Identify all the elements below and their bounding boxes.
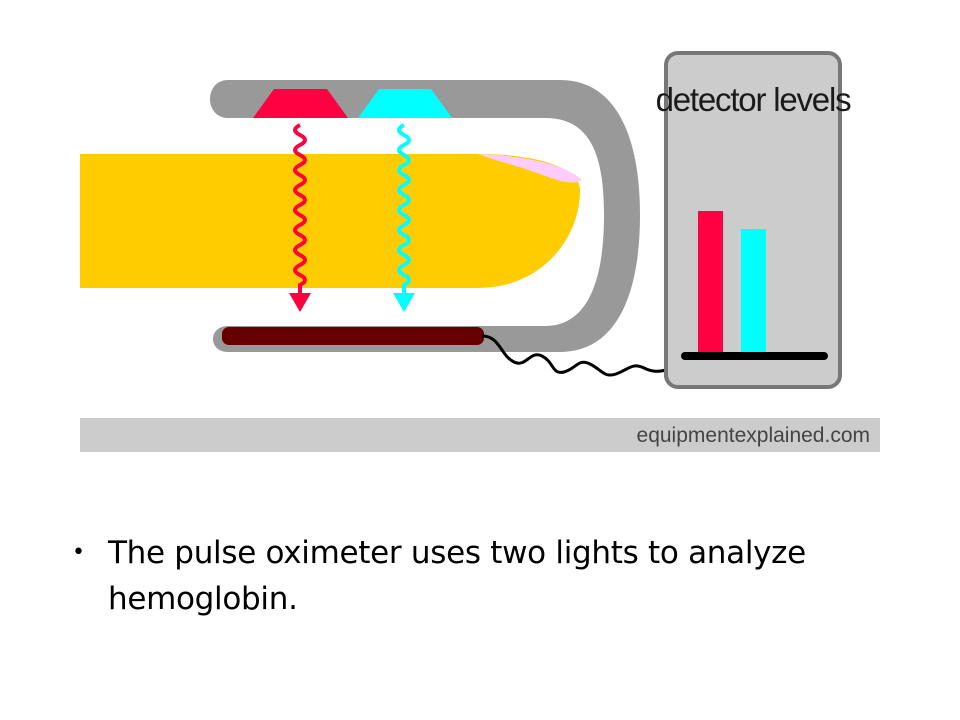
bullet-marker: • [72, 540, 85, 565]
cyan-detector-bar [741, 229, 766, 355]
watermark-banner [80, 418, 880, 452]
cyan-light-beam [397, 123, 411, 295]
red-light-beam [293, 123, 307, 295]
pulse-oximeter-diagram: equipmentexplained.com detector levels [80, 51, 880, 452]
signal-wire [481, 334, 667, 377]
bullet-item: • The pulse oximeter uses two lights to … [72, 530, 912, 622]
finger [80, 154, 580, 288]
cyan-led-emitter [358, 89, 452, 118]
red-led-emitter [253, 89, 348, 118]
detector-levels-title: detector levels [656, 81, 851, 118]
red-beam-arrowhead [289, 293, 311, 312]
watermark-text: equipmentexplained.com [637, 424, 870, 447]
oximeter-clip [210, 80, 640, 352]
fingernail [478, 154, 582, 183]
cyan-beam-arrowhead [393, 293, 415, 312]
bullet-text: The pulse oximeter uses two lights to an… [108, 535, 806, 617]
red-detector-bar [698, 211, 723, 355]
photodetector [222, 327, 484, 345]
